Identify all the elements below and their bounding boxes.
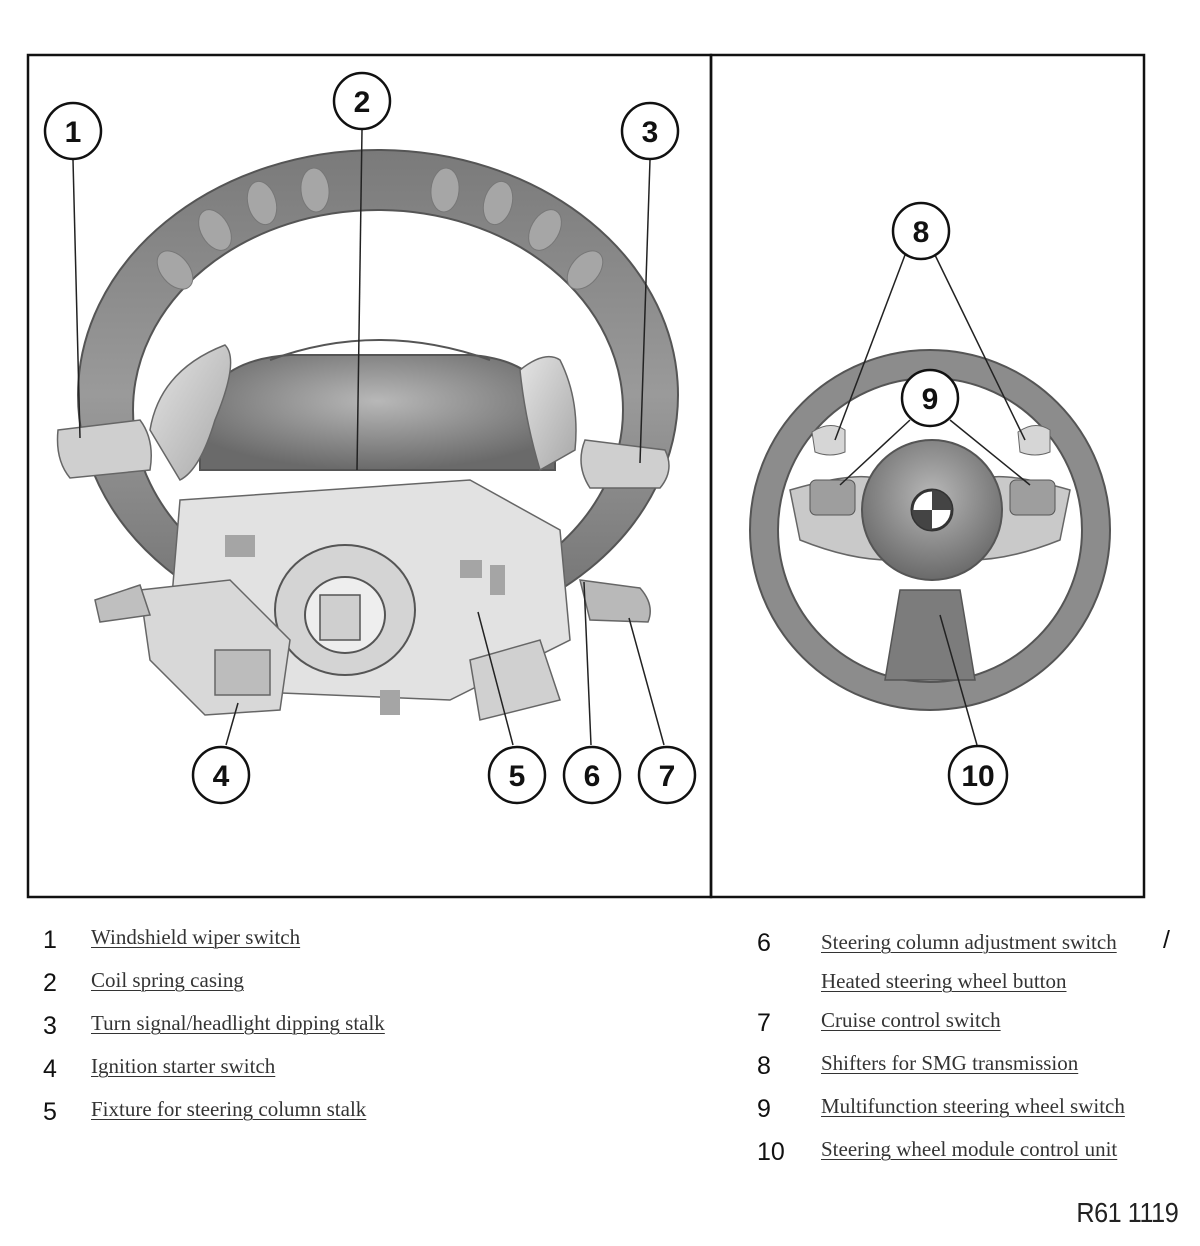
legend-num-2: 2	[43, 969, 57, 997]
legend-link-multifunction-steering-wheel-switch[interactable]: Multifunction steering wheel switch	[821, 1094, 1125, 1118]
legend-link-steering-wheel-module-control-unit[interactable]: Steering wheel module control unit	[821, 1137, 1118, 1161]
legend-link-turn-signal-stalk[interactable]: Turn signal/headlight dipping stalk	[91, 1011, 385, 1035]
right-mfl-switch-pad	[1009, 479, 1056, 516]
wheel-hub	[199, 354, 556, 471]
legend-link-fixture-steering-column-stalk[interactable]: Fixture for steering column stalk	[91, 1097, 367, 1121]
front-right-shifter	[1017, 425, 1051, 456]
legend-link-smg-shifters[interactable]: Shifters for SMG transmission	[821, 1051, 1079, 1075]
callout-6: 6	[562, 745, 622, 805]
left-mfl-switch-pad	[809, 479, 856, 516]
legend-num-9: 9	[757, 1095, 771, 1123]
legend-num-3: 3	[43, 1012, 57, 1040]
svg-text:3: 3	[642, 116, 659, 149]
steering-wheel-front-view	[749, 349, 1111, 711]
left-paddle	[149, 344, 232, 481]
legend-link-windshield-wiper-switch[interactable]: Windshield wiper switch	[91, 925, 301, 949]
svg-text:1: 1	[65, 116, 82, 149]
svg-text:9: 9	[922, 383, 939, 416]
right-panel-frame	[709, 53, 1146, 899]
legend-num-1: 1	[43, 926, 57, 954]
callout-3: 3	[620, 101, 680, 161]
svg-text:2: 2	[354, 86, 371, 119]
legend-num-7: 7	[757, 1009, 771, 1037]
steering-diagram: 1 2 3 4 5 6 7	[26, 53, 1146, 899]
callout-9: 9	[900, 368, 960, 428]
legend-link-steering-column-adjustment-switch[interactable]: Steering column adjustment switch	[821, 930, 1117, 954]
figure-id: R61 1119	[1076, 1197, 1178, 1228]
callout-8: 8	[891, 201, 951, 261]
steering-wheel-assembly	[56, 149, 679, 721]
callout-5: 5	[487, 745, 547, 805]
legend-link-ignition-starter-switch[interactable]: Ignition starter switch	[91, 1054, 276, 1078]
right-paddle	[519, 355, 577, 472]
leader-lines-right	[834, 254, 1031, 746]
legend-num-5: 5	[43, 1098, 57, 1126]
svg-text:4: 4	[213, 760, 230, 793]
callout-7: 7	[637, 745, 697, 805]
svg-text:6: 6	[584, 760, 601, 793]
svg-text:8: 8	[913, 216, 930, 249]
svg-text:10: 10	[961, 760, 994, 793]
legend-num-10: 10	[757, 1138, 785, 1166]
leader-lines-left	[72, 129, 665, 746]
callout-1: 1	[43, 101, 103, 161]
legend-link-heated-steering-wheel-button[interactable]: Heated steering wheel button	[821, 969, 1067, 993]
legend-num-8: 8	[757, 1052, 771, 1080]
legend-link-cruise-control-switch[interactable]: Cruise control switch	[821, 1008, 1001, 1032]
legend-num-6: 6	[757, 929, 771, 957]
front-left-shifter	[811, 425, 846, 456]
callout-2: 2	[332, 71, 392, 131]
legend-num-4: 4	[43, 1055, 57, 1083]
callout-4: 4	[191, 745, 251, 805]
callout-10: 10	[947, 744, 1009, 806]
svg-text:7: 7	[659, 760, 676, 793]
legend-separator: /	[1163, 926, 1170, 954]
svg-text:5: 5	[509, 760, 526, 793]
legend-link-coil-spring-casing[interactable]: Coil spring casing	[91, 968, 244, 992]
